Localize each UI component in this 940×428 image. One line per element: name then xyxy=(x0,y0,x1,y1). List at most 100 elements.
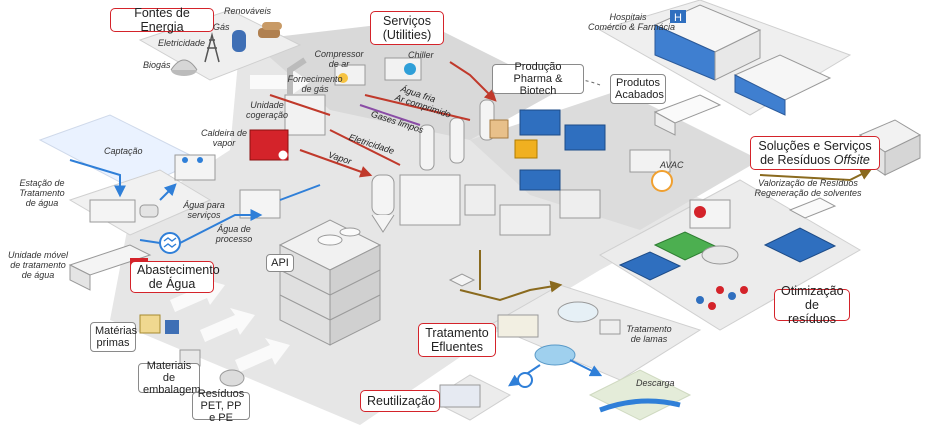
label-biogas: Biogás xyxy=(143,60,171,70)
box-materiais-label: Materiais de xyxy=(146,360,192,384)
label-caldeira: Caldeira de vapor xyxy=(196,128,252,148)
waste-offsite-truck xyxy=(788,197,837,219)
box-fontes-energia-label: Fontes de Energia xyxy=(134,6,190,34)
offsite-line xyxy=(759,168,873,182)
label-unidade-cog-1: Unidade xyxy=(250,100,284,110)
label-compressor-1: Compressor xyxy=(314,49,364,59)
service-water-units xyxy=(174,154,216,181)
chiller-equipment xyxy=(384,57,422,81)
effluent-plant xyxy=(497,301,621,366)
box-embalagem-label: embalagem xyxy=(143,384,201,396)
label-unidade-cog-2: cogeração xyxy=(245,110,289,120)
delivery-truck xyxy=(653,94,722,136)
label-avac: AVAC xyxy=(660,160,684,170)
water-line xyxy=(69,159,126,198)
gas-supply-line xyxy=(269,94,331,116)
box-reutilizacao: Reutilização xyxy=(360,390,440,412)
box-pet-label: PET, PP e PE xyxy=(200,400,242,424)
label-compressor: Compressor de ar xyxy=(312,49,366,69)
river-shape xyxy=(599,398,681,413)
production-equipment xyxy=(399,109,606,236)
effluent-tile xyxy=(488,284,702,381)
label-estacao-2: Tratamento xyxy=(19,188,65,198)
renewables-logs-icon xyxy=(258,22,282,38)
label-valorizacao: Valorização de Resíduos Regeneração de s… xyxy=(752,178,864,198)
label-estacao-1: Estação de xyxy=(19,178,65,188)
box-otimizacao-label: Otimização xyxy=(781,284,844,298)
pump-waves xyxy=(163,237,177,248)
box-abastecimento-agua: Abastecimento de Água xyxy=(130,261,220,293)
water-line xyxy=(279,184,321,201)
gas-tank-icon xyxy=(232,30,246,52)
label-unidade-cogeracao: Unidade cogeração xyxy=(240,100,294,120)
label-tratamento-lamas: Tratamento de lamas xyxy=(624,324,674,344)
box-materias-label: Matérias xyxy=(95,325,138,337)
box-residuos-plasticos: Resíduos PET, PP e PE xyxy=(192,388,250,424)
box-offsite-label: Offsite xyxy=(833,153,870,167)
label-hospitais: Hospitais Comércio & Farmácia xyxy=(588,12,675,32)
junction-box xyxy=(448,273,476,287)
box-api-label: API xyxy=(271,257,289,269)
box-de-agua-label: de Água xyxy=(148,277,196,291)
label-valorizacao-1: Valorização de Resíduos xyxy=(758,178,858,188)
box-pharma-label: Pharma & Biotech xyxy=(513,73,563,97)
discharge-line xyxy=(569,359,603,377)
box-servicos-label: Serviços xyxy=(383,14,431,28)
effluent-line xyxy=(459,280,563,302)
svg-text:H: H xyxy=(674,12,682,24)
floor-arrow xyxy=(250,68,310,96)
label-estacao-3: de água xyxy=(25,198,59,208)
label-gas: Gás xyxy=(213,22,230,32)
water-line xyxy=(139,239,161,244)
api-tower xyxy=(278,219,382,346)
box-produtos-acabados: Produtos Acabados xyxy=(610,74,666,104)
raw-material-boxes xyxy=(139,314,179,334)
label-fornecimento-gas: Fornecimento de gás xyxy=(286,74,344,94)
box-reutilizacao-label: Reutilização xyxy=(367,394,436,408)
label-eletricidade-fonte: Eletricidade xyxy=(158,38,206,48)
label-unidade-movel-1: Unidade móvel xyxy=(7,250,69,260)
label-captacao: Captação xyxy=(104,146,143,156)
electricity-line xyxy=(329,129,401,166)
process-water-units xyxy=(239,189,281,219)
box-efluentes-label: Efluentes xyxy=(430,340,484,354)
label-tratamento-lamas-2: de lamas xyxy=(630,334,668,344)
box-tratamento-efluentes: Tratamento Efluentes xyxy=(418,323,496,357)
power-pylon-icon xyxy=(204,32,220,63)
label-fornecimento-1: Fornecimento xyxy=(287,74,343,84)
label-agua-processo-2: processo xyxy=(215,234,253,244)
compressed-air-line xyxy=(364,94,471,121)
box-solucoes-offsite: Soluções e Serviços de Resíduos Offsite xyxy=(750,136,880,170)
label-hospitais-1: Hospitais xyxy=(609,12,647,22)
label-caldeira-1: Caldeira de xyxy=(200,128,248,138)
silo-equipment xyxy=(371,174,395,233)
box-solucoes-label: Soluções e Serviços xyxy=(758,139,872,153)
label-descarga: Descarga xyxy=(636,378,675,388)
box-materias-primas: Matérias primas xyxy=(90,322,138,352)
label-estacao-tratamento: Estação de Tratamento de água xyxy=(14,178,70,208)
label-unidade-movel: Unidade móvel de tratamento de água xyxy=(2,250,74,280)
label-agua-processo-1: Água de xyxy=(217,224,251,234)
label-fornecimento-2: de gás xyxy=(301,84,329,94)
box-residuos-label: Resíduos xyxy=(197,388,245,400)
label-unidade-movel-3: de água xyxy=(21,270,55,280)
box-primas-label: primas xyxy=(96,337,130,349)
chilled-water-line xyxy=(449,61,497,102)
box-de-residuos-label: de resíduos xyxy=(788,298,836,326)
steam-boiler xyxy=(249,129,289,161)
box-abastecimento-label: Abastecimento xyxy=(137,263,220,277)
compressor-equipment xyxy=(334,64,366,86)
steam-line xyxy=(299,149,373,178)
box-producao: Produção Pharma & Biotech xyxy=(492,61,584,97)
box-solucoes-line2: de Resíduos Offsite xyxy=(757,153,873,167)
label-caldeira-2: vapor xyxy=(212,138,236,148)
clean-gas-line xyxy=(359,104,421,126)
box-acabados-label: Acabados xyxy=(615,89,664,101)
label-agua-servicos: Água para serviços xyxy=(180,200,228,220)
label-compressor-2: de ar xyxy=(328,59,350,69)
reuse-droplet-icon xyxy=(517,372,533,388)
label-tratamento-lamas-1: Tratamento xyxy=(626,324,672,334)
reuse-equipment xyxy=(439,384,481,408)
